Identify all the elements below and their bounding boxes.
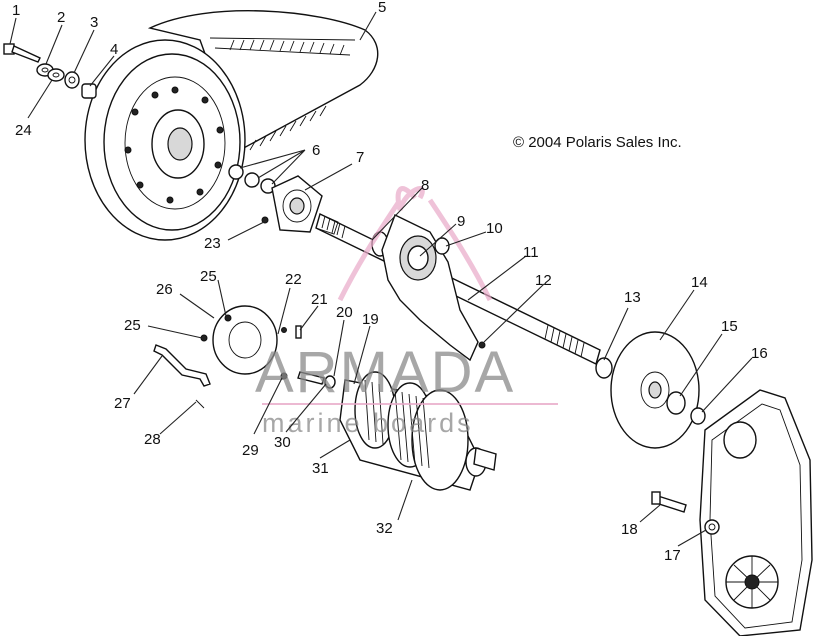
belt-teeth [229,39,345,151]
callout-7: 7 [356,149,364,166]
callout-31: 31 [312,460,329,477]
callout-13: 13 [624,289,641,306]
callout-1: 1 [12,2,20,19]
callout-28: 28 [144,431,161,448]
watermark-brand-text: ARMADA [255,340,515,405]
callout-16: 16 [751,345,768,362]
callout-5: 5 [378,0,386,16]
washer-set [228,164,276,194]
callout-32: 32 [376,520,393,537]
callout-19: 19 [362,311,379,328]
callout-4: 4 [110,41,118,58]
callout-26: 26 [156,281,173,298]
seal-parts [595,331,706,449]
callout-20: 20 [336,304,353,321]
callout-8: 8 [421,177,429,194]
callout-10: 10 [486,220,503,237]
shaft-spline-left [321,215,346,239]
cover-fasteners [651,491,720,535]
callout-11: 11 [523,244,539,261]
gear-teeth [364,379,430,469]
chaincase-cover [699,389,813,637]
bearing-flange [261,175,323,233]
callout-14: 14 [691,274,708,291]
callout-27: 27 [114,395,131,412]
callout-17: 17 [664,547,681,564]
bolt-and-washers [3,43,97,99]
cover-vent-fins [725,555,779,609]
callout-9: 9 [457,213,465,230]
callout-18: 18 [621,521,638,538]
leader-lines [9,11,753,547]
drive-belt-assembly [84,10,379,241]
callout-23: 23 [204,235,221,252]
bearing-housing [381,214,486,362]
watermark-tagline-text: marine boards [262,408,474,438]
sprocket-bolt-holes [124,86,224,204]
callout-25-top: 25 [200,268,217,285]
callout-22: 22 [285,271,302,288]
callout-numbers: 1 2 3 4 5 6 7 8 9 10 11 12 13 14 15 16 1… [12,0,768,564]
callout-3: 3 [90,14,98,31]
callout-6: 6 [312,142,320,159]
callout-21: 21 [311,291,328,308]
copyright-text: © 2004 Polaris Sales Inc. [513,134,682,151]
callout-25-left: 25 [124,317,141,334]
shaft-spline-right [544,324,585,358]
callout-2: 2 [57,9,65,26]
armada-watermark: ARMADA marine boards [255,186,558,438]
callout-29: 29 [242,442,259,459]
callout-24: 24 [15,122,32,139]
callout-12: 12 [535,272,552,289]
callout-30: 30 [274,434,291,451]
callout-15: 15 [721,318,738,335]
